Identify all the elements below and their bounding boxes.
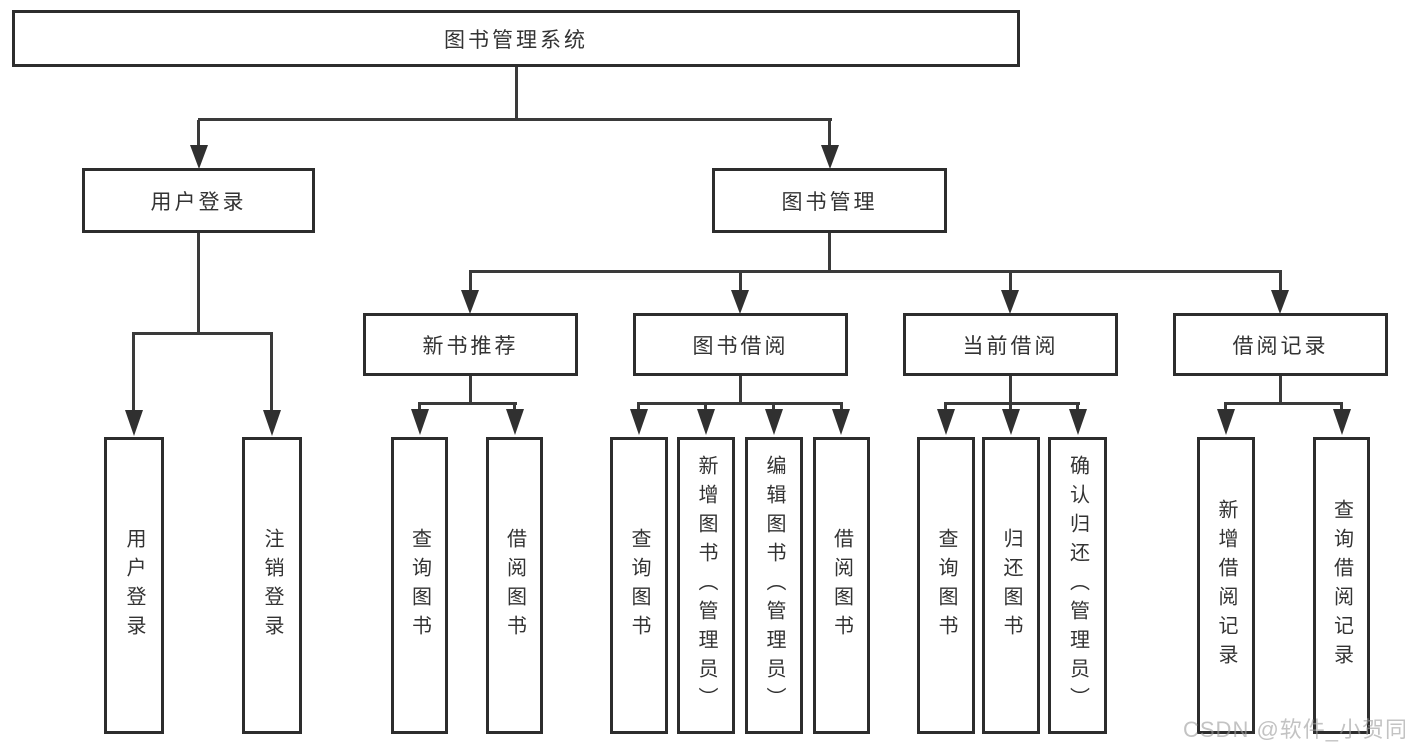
csdn-watermark: CSDN @软件_小贺同学 — [1183, 717, 1405, 742]
node-current-borrowing: 当前借阅 — [903, 313, 1118, 376]
connector-drop-leaf — [418, 404, 421, 411]
node-new-book-recommend: 新书推荐 — [363, 313, 578, 376]
leaf-query-books-1-label: 查询图书 — [408, 527, 431, 644]
connector-group4-rail — [1224, 402, 1343, 405]
arrow-down-icon — [630, 409, 648, 435]
connector-drop-leaf — [270, 334, 273, 410]
leaf-borrow-books-1-label: 借阅图书 — [503, 527, 526, 644]
connector-drop-user-login — [197, 120, 200, 147]
node-borrowing-records: 借阅记录 — [1173, 313, 1388, 376]
node-book-borrowing: 图书借阅 — [633, 313, 848, 376]
arrow-down-icon — [125, 410, 143, 436]
arrow-down-icon — [411, 409, 429, 435]
leaf-logout: 注销登录 — [242, 437, 302, 734]
connector-group1-rail — [418, 402, 517, 405]
arrow-down-icon — [1001, 290, 1019, 314]
leaf-query-borrow-record-label: 查询借阅记录 — [1330, 498, 1353, 673]
connector-drop-leaf — [132, 334, 135, 410]
arrow-down-icon — [731, 290, 749, 314]
connector-level1-rail — [198, 118, 832, 121]
arrow-down-icon — [1069, 409, 1087, 435]
connector-drop-group — [1009, 272, 1012, 291]
arrow-down-icon — [506, 409, 524, 435]
connector-drop-leaf — [513, 404, 516, 411]
connector-group3-rail — [944, 402, 1080, 405]
connector-book-mgmt-down — [828, 232, 831, 272]
node-borrowing-records-label: 借阅记录 — [1232, 334, 1329, 358]
leaf-borrow-books-2-label: 借阅图书 — [830, 527, 853, 644]
connector-drop-leaf — [637, 404, 640, 411]
connector-drop-leaf — [772, 404, 775, 411]
arrow-down-icon — [190, 145, 208, 169]
leaf-query-books-1: 查询图书 — [391, 437, 448, 734]
arrow-down-icon — [765, 409, 783, 435]
arrow-down-icon — [1271, 290, 1289, 314]
connector-level3-rail — [469, 270, 1282, 273]
leaf-add-borrow-record-label: 新增借阅记录 — [1215, 498, 1237, 673]
connector-drop-leaf — [1076, 404, 1079, 411]
leaf-edit-books-admin-label: 编辑图书（管理员） — [763, 455, 785, 716]
node-root: 图书管理系统 — [12, 10, 1020, 67]
arrow-down-icon — [1002, 409, 1020, 435]
connector-group2-rail — [637, 402, 843, 405]
leaf-return-books-label: 归还图书 — [1000, 527, 1022, 644]
connector-drop-book-mgmt — [828, 120, 831, 147]
arrow-down-icon — [1333, 409, 1351, 435]
connector-drop-group — [469, 272, 472, 291]
leaf-add-books-admin: 新增图书（管理员） — [677, 437, 735, 734]
node-current-borrowing-label: 当前借阅 — [962, 334, 1059, 358]
connector-group3-down — [1009, 375, 1012, 404]
arrow-down-icon — [461, 290, 479, 314]
node-user-login-label: 用户登录 — [150, 190, 247, 214]
connector-user-login-down — [197, 232, 200, 334]
leaf-query-borrow-record: 查询借阅记录 — [1313, 437, 1370, 734]
arrow-down-icon — [697, 409, 715, 435]
leaf-confirm-return-admin: 确认归还（管理员） — [1048, 437, 1107, 734]
connector-group1-down — [469, 375, 472, 404]
node-root-label: 图书管理系统 — [444, 28, 588, 52]
node-user-login: 用户登录 — [82, 168, 315, 233]
connector-drop-leaf — [944, 404, 947, 411]
connector-drop-group — [739, 272, 742, 291]
leaf-add-books-admin-label: 新增图书（管理员） — [695, 455, 717, 716]
arrow-down-icon — [937, 409, 955, 435]
arrow-down-icon — [263, 410, 281, 436]
leaf-query-books-2-label: 查询图书 — [628, 527, 650, 644]
connector-group2-down — [739, 375, 742, 404]
leaf-query-books-3-label: 查询图书 — [935, 527, 957, 644]
connector-drop-leaf — [1340, 404, 1343, 411]
connector-drop-leaf — [840, 404, 843, 411]
connector-drop-leaf — [1224, 404, 1227, 411]
node-new-book-recommend-label: 新书推荐 — [422, 334, 519, 358]
node-book-management: 图书管理 — [712, 168, 947, 233]
leaf-query-books-2: 查询图书 — [610, 437, 668, 734]
leaf-add-borrow-record: 新增借阅记录 — [1197, 437, 1255, 734]
connector-drop-leaf — [1009, 404, 1012, 411]
arrow-down-icon — [832, 409, 850, 435]
arrow-down-icon — [1217, 409, 1235, 435]
leaf-query-books-3: 查询图书 — [917, 437, 975, 734]
leaf-borrow-books-1: 借阅图书 — [486, 437, 543, 734]
connector-root-trunk — [515, 67, 518, 120]
leaf-borrow-books-2: 借阅图书 — [813, 437, 870, 734]
leaf-edit-books-admin: 编辑图书（管理员） — [745, 437, 803, 734]
leaf-confirm-return-admin-label: 确认归还（管理员） — [1066, 455, 1089, 716]
connector-user-login-rail — [132, 332, 273, 335]
node-book-borrowing-label: 图书借阅 — [692, 334, 789, 358]
arrow-down-icon — [821, 145, 839, 169]
leaf-user-login-label: 用户登录 — [123, 527, 145, 644]
connector-drop-leaf — [704, 404, 707, 411]
leaf-user-login: 用户登录 — [104, 437, 164, 734]
leaf-logout-label: 注销登录 — [261, 527, 283, 644]
connector-drop-group — [1279, 272, 1282, 291]
leaf-return-books: 归还图书 — [982, 437, 1040, 734]
connector-group4-down — [1279, 375, 1282, 404]
node-book-management-label: 图书管理 — [781, 190, 878, 214]
